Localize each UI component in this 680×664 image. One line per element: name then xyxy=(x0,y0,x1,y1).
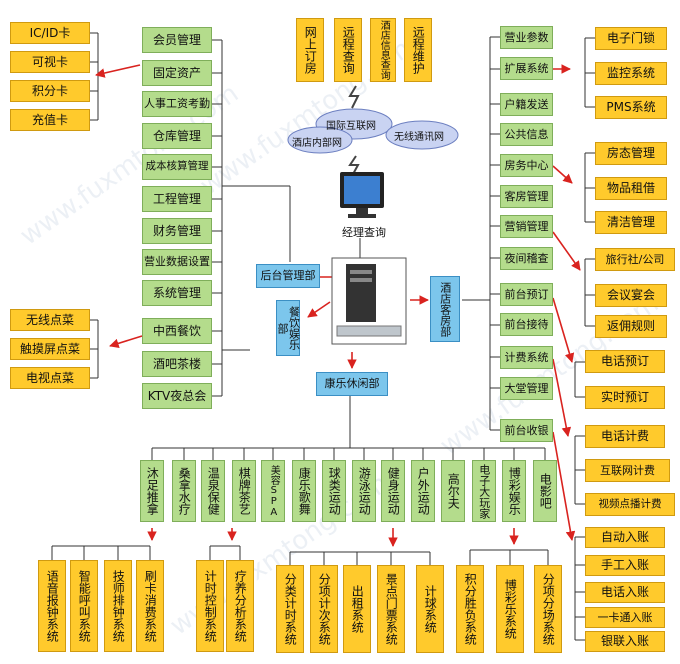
order-wireless: 无线点菜 xyxy=(10,309,90,331)
cash-manual: 手工入账 xyxy=(585,555,665,576)
mkt-commission: 返佣规则 xyxy=(595,315,667,338)
card-points: 积分卡 xyxy=(10,80,90,102)
cash-auto: 自动入账 xyxy=(585,527,665,548)
mgmt-warehouse: 仓库管理 xyxy=(142,123,212,149)
mkt-conference: 会议宴会 xyxy=(595,284,667,307)
sys-ball-count: 计球系统 xyxy=(416,565,444,653)
mkt-travel-agency: 旅行社/公司 xyxy=(595,248,675,271)
rec-golf: 高尔夫 xyxy=(441,460,465,522)
bill-internet: 互联网计费 xyxy=(585,459,670,482)
sys-points-win: 积分胜负系统 xyxy=(456,565,484,653)
rec-song-dance: 康乐歌舞 xyxy=(292,460,316,522)
hk-item-rental: 物品租借 xyxy=(595,177,667,200)
right-housekeeping-center: 房务中心 xyxy=(500,154,553,177)
right-front-booking: 前台预订 xyxy=(500,283,553,306)
card-recharge: 充值卡 xyxy=(10,109,90,131)
card-visual: 可视卡 xyxy=(10,51,90,73)
hk-room-status: 房态管理 xyxy=(595,142,667,165)
rec-sauna: 桑拿水疗 xyxy=(172,460,196,522)
right-extension: 扩展系统 xyxy=(500,57,553,80)
rec-hot-spring: 温泉保健 xyxy=(201,460,225,522)
sys-smart-call: 智能呼叫系统 xyxy=(70,560,98,652)
res-phone: 电话预订 xyxy=(585,350,665,373)
res-realtime: 实时预订 xyxy=(585,386,665,409)
rec-ball-sports: 球类运动 xyxy=(322,460,346,522)
hotel-dept: 酒店客房部 xyxy=(430,276,460,342)
mgmt-finance: 财务管理 xyxy=(142,218,212,244)
right-room-mgmt: 客房管理 xyxy=(500,185,553,208)
mgmt-dining: 中西餐饮 xyxy=(142,318,212,344)
cash-phone: 电话入账 xyxy=(585,582,665,603)
rec-lottery: 博彩娱乐 xyxy=(502,460,526,522)
mgmt-assets: 固定资产 xyxy=(142,60,212,86)
sys-lottery: 博彩乐系统 xyxy=(496,565,524,653)
order-tv: 电视点菜 xyxy=(10,367,90,389)
internet-label: 国际互联网 xyxy=(326,121,376,132)
right-registry: 户籍发送 xyxy=(500,93,553,116)
sys-timer: 计时控制系统 xyxy=(196,560,224,652)
right-front-cashier: 前台收银 xyxy=(500,419,553,442)
wireless-label: 无线通讯网 xyxy=(394,132,444,143)
sys-therapy: 疗养分析系统 xyxy=(226,560,254,652)
top-remote-query: 远程查询 xyxy=(334,18,362,82)
top-online-booking: 网上订房 xyxy=(296,18,324,82)
sys-technician: 技师排钟系统 xyxy=(104,560,132,652)
ext-door-lock: 电子门锁 xyxy=(595,27,667,50)
mgmt-hr: 人事工资考勤 xyxy=(142,91,212,117)
sys-rental: 出租系统 xyxy=(343,565,371,653)
bill-vod: 视频点播计费 xyxy=(585,493,675,516)
backoffice-dept: 后台管理部 xyxy=(256,264,320,288)
rec-beauty-spa: 美容SPA xyxy=(261,460,285,522)
mgmt-business-data: 营业数据设置 xyxy=(142,249,212,275)
cash-unionpay: 银联入账 xyxy=(585,631,665,652)
manager-query-label: 经理查询 xyxy=(342,226,386,239)
rec-arcade: 电子大玩家 xyxy=(472,460,496,522)
rec-fitness: 健身运动 xyxy=(381,460,405,522)
ext-monitoring: 监控系统 xyxy=(595,62,667,85)
right-billing: 计费系统 xyxy=(500,346,553,369)
rec-foot-massage: 沐足推拿 xyxy=(140,460,164,522)
catering-dept: 餐饮娱乐部 xyxy=(276,300,301,356)
mgmt-system: 系统管理 xyxy=(142,280,212,306)
sys-session: 分项分场系统 xyxy=(534,565,562,653)
rec-outdoor: 户外运动 xyxy=(411,460,435,522)
mgmt-member: 会员管理 xyxy=(142,27,212,53)
mgmt-bar: 酒吧茶楼 xyxy=(142,351,212,377)
mgmt-engineering: 工程管理 xyxy=(142,186,212,212)
right-marketing: 营销管理 xyxy=(500,215,553,238)
sys-voice-clock: 语音报钟系统 xyxy=(38,560,66,652)
mgmt-ktv: KTV夜总会 xyxy=(142,383,212,409)
sys-ticket: 景点门票系统 xyxy=(377,565,405,653)
right-night-audit: 夜间稽查 xyxy=(500,247,553,270)
ext-pms: PMS系统 xyxy=(595,96,667,119)
right-lobby: 大堂管理 xyxy=(500,377,553,400)
recreation-dept: 康乐休闲部 xyxy=(316,372,388,396)
top-hotel-info: 酒店信息查询 xyxy=(370,18,396,82)
sys-class-timer: 分类计时系统 xyxy=(276,565,304,653)
sys-item-count: 分项计次系统 xyxy=(310,565,338,653)
cash-card: 一卡通入账 xyxy=(585,607,665,628)
right-front-reception: 前台接待 xyxy=(500,313,553,336)
right-public-info: 公共信息 xyxy=(500,123,553,146)
card-ic-id: IC/ID卡 xyxy=(10,22,90,44)
rec-swimming: 游泳运动 xyxy=(352,460,376,522)
bill-phone: 电话计费 xyxy=(585,425,665,448)
mgmt-cost: 成本核算管理 xyxy=(142,154,212,180)
hk-cleaning: 清洁管理 xyxy=(595,211,667,234)
sys-card-consume: 刷卡消费系统 xyxy=(136,560,164,652)
right-business-params: 营业参数 xyxy=(500,26,553,49)
top-remote-maintenance: 远程维护 xyxy=(404,18,432,82)
order-touchscreen: 触摸屏点菜 xyxy=(10,338,90,360)
intranet-label: 酒店内部网 xyxy=(292,138,342,149)
rec-chess-tea: 棋牌茶艺 xyxy=(232,460,256,522)
rec-cinema: 电影吧 xyxy=(533,460,557,522)
